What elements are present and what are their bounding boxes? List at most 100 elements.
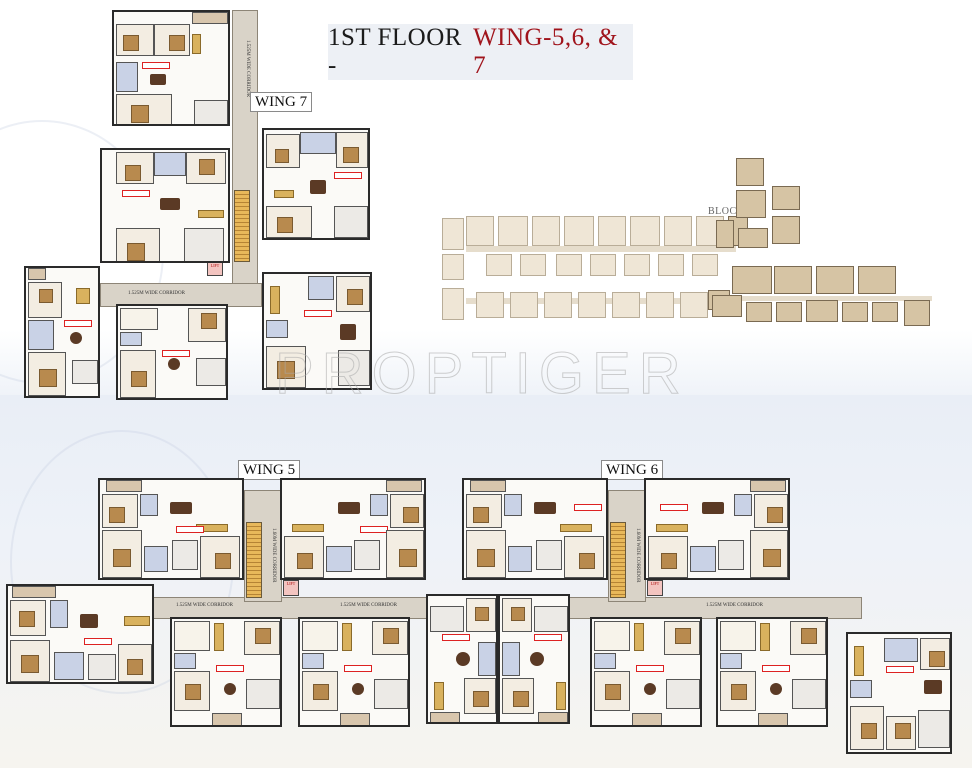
toilet	[120, 332, 142, 346]
toilet	[50, 600, 68, 628]
apartment-unit[interactable]	[112, 10, 230, 126]
toilet	[308, 276, 334, 300]
kitchen	[430, 606, 464, 632]
toilet	[28, 320, 54, 350]
toilet	[884, 638, 918, 662]
apartment-unit[interactable]	[298, 617, 410, 727]
kitchen	[718, 540, 744, 570]
apartment-unit[interactable]	[846, 632, 952, 754]
apartment-unit[interactable]	[426, 594, 498, 724]
study-room	[174, 621, 210, 651]
balcony	[470, 480, 506, 492]
title-prefix: 1ST FLOOR -	[328, 24, 462, 79]
apartment-unit[interactable]	[116, 304, 228, 400]
apartment-unit[interactable]	[262, 128, 370, 240]
bedroom	[464, 678, 496, 714]
apartment-unit[interactable]	[644, 478, 790, 580]
apartment-unit[interactable]	[98, 478, 244, 580]
apartment-unit[interactable]	[24, 266, 100, 398]
toilet	[720, 653, 742, 669]
balcony	[28, 268, 46, 280]
balcony	[212, 713, 242, 725]
dining-table	[340, 324, 356, 340]
apartment-unit[interactable]	[170, 617, 282, 727]
kitchen	[354, 540, 380, 570]
key-plan: BLOCK B	[436, 150, 972, 330]
sofa	[274, 190, 294, 198]
study-room	[594, 621, 630, 651]
dining-table	[310, 180, 326, 194]
sofa	[434, 682, 444, 710]
bedroom	[302, 671, 338, 711]
bedroom	[266, 206, 312, 238]
bedroom	[188, 308, 226, 342]
apartment-unit[interactable]	[716, 617, 828, 727]
bedroom	[102, 530, 142, 578]
area-tag	[334, 172, 362, 179]
balcony	[758, 713, 788, 725]
sofa	[342, 623, 352, 651]
bedroom	[186, 152, 226, 184]
corridor-label: 1.525M WIDE CORRIDOR	[340, 603, 397, 608]
sofa	[560, 524, 592, 532]
area-tag	[534, 634, 562, 641]
sofa	[634, 623, 644, 651]
apartment-unit[interactable]	[100, 148, 230, 263]
kitchen	[338, 350, 370, 386]
kitchen	[72, 360, 98, 384]
kitchen	[194, 100, 228, 124]
apartment-unit[interactable]	[590, 617, 702, 727]
kitchen	[196, 358, 226, 386]
dining-table	[534, 502, 556, 514]
bedroom	[116, 24, 154, 56]
apartment-unit[interactable]	[498, 594, 570, 724]
area-tag	[660, 504, 688, 511]
bedroom	[466, 530, 506, 578]
bedroom	[102, 494, 138, 528]
bedroom	[28, 282, 62, 318]
area-tag	[176, 526, 204, 533]
balcony	[12, 586, 56, 598]
area-tag	[122, 190, 150, 197]
dining-table	[70, 332, 82, 344]
balcony	[340, 713, 370, 725]
dining-table	[924, 680, 942, 694]
toilet	[300, 132, 336, 154]
balcony	[632, 713, 662, 725]
toilet	[370, 494, 388, 516]
area-tag	[574, 504, 602, 511]
bedroom	[720, 671, 756, 711]
bedroom	[28, 352, 66, 396]
bedroom	[850, 706, 884, 750]
sofa	[556, 682, 566, 710]
study-room	[302, 621, 338, 651]
bedroom	[648, 536, 688, 578]
toilet	[144, 546, 168, 572]
toilet	[154, 152, 186, 176]
kitchen	[534, 606, 568, 632]
area-tag	[442, 634, 470, 641]
toilet	[174, 653, 196, 669]
balcony	[430, 712, 460, 722]
apartment-unit[interactable]	[280, 478, 426, 580]
kitchen	[184, 228, 224, 261]
apartment-unit[interactable]	[262, 272, 372, 390]
bedroom	[116, 152, 154, 184]
corridor-label: 1.60M WIDE CORRIDOR	[635, 528, 640, 583]
sofa	[656, 524, 688, 532]
dining-table	[224, 683, 236, 695]
toilet	[850, 680, 872, 698]
wing-5-label: WING 5	[238, 460, 301, 480]
dining-table	[80, 614, 98, 628]
bedroom	[116, 94, 172, 124]
dining-table	[170, 502, 192, 514]
bedroom	[664, 621, 700, 655]
toilet	[502, 642, 520, 676]
toilet	[504, 494, 522, 516]
sofa	[124, 616, 150, 626]
bedroom	[750, 530, 788, 578]
watermark: PROPTIGER	[275, 341, 689, 407]
toilet	[326, 546, 352, 572]
apartment-unit[interactable]	[462, 478, 608, 580]
apartment-unit[interactable]	[6, 584, 154, 684]
